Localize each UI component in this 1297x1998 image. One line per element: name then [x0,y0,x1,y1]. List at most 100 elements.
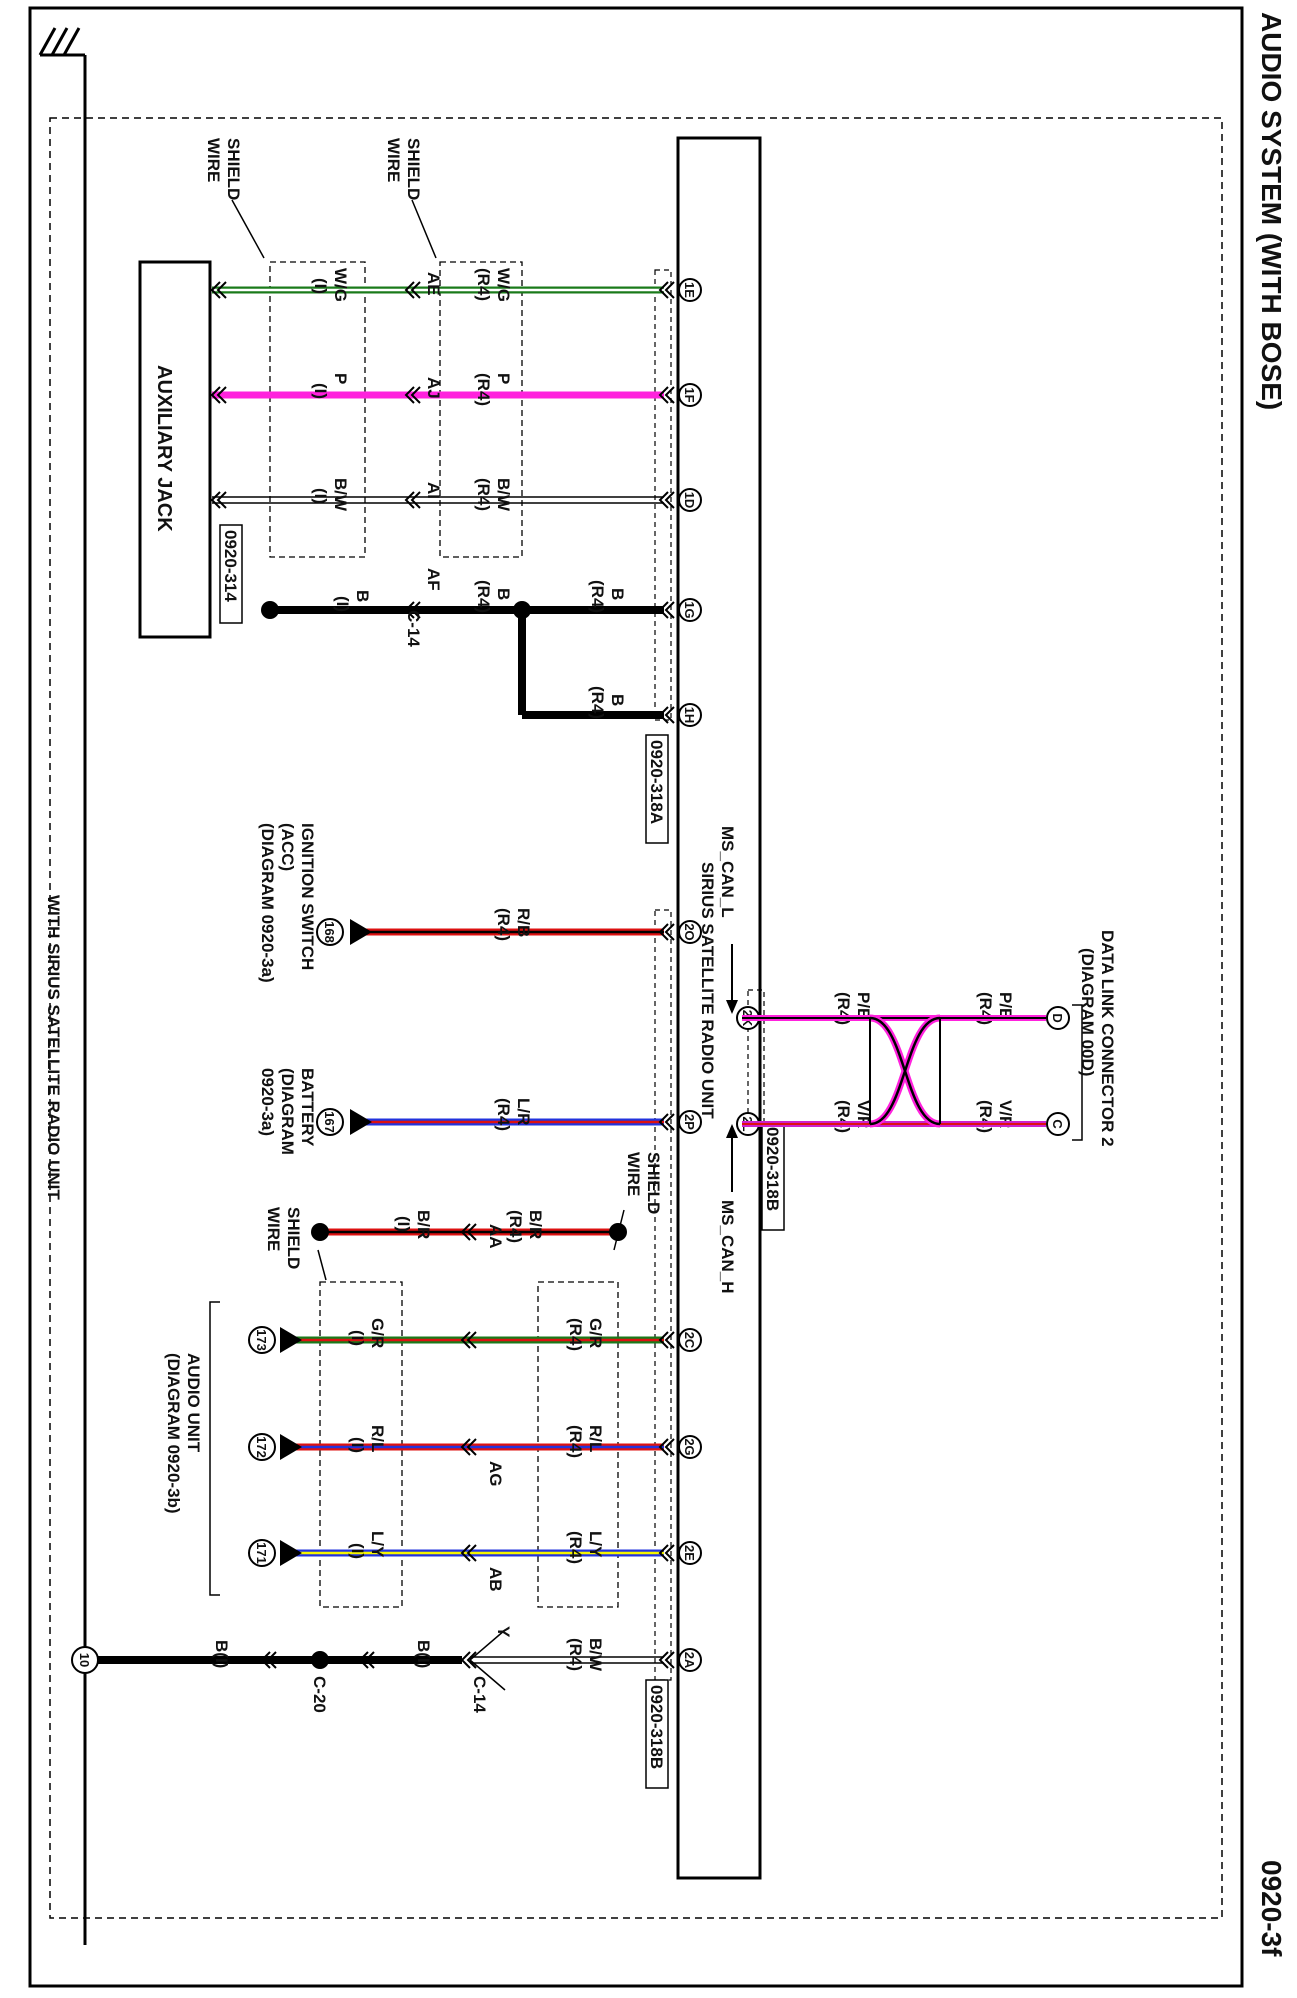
shield-wire-label-3: SHIELD WIRE [613,1152,663,1251]
chevron-splice-1g [404,601,421,619]
ignition-switch-label: IGNITION SWITCH [298,823,317,970]
chevron-unit-1h [658,706,675,724]
audio-ref-2g-label: 172 [254,1436,269,1458]
unit-pin-1h [678,703,702,727]
wire-harness-2a: (R4) [566,1638,585,1671]
unit-pin-1f [678,383,702,407]
shield-dot-bottom [311,1223,329,1241]
chevron-unit-2o [658,923,675,941]
chevron-splice-2g [460,1438,477,1456]
connector-c14-1g: C-14 [404,610,423,647]
sirius-unit-label: SIRIUS SATELLITE RADIO UNIT [698,862,717,1119]
svg-text:SHIELD: SHIELD [284,1207,303,1269]
wire-harness-1g: (R4) [588,580,607,613]
svg-text:SHIELD: SHIELD [644,1152,663,1214]
wire-harness-2o: (R4) [494,908,513,941]
chevron-unit-1d [658,491,675,509]
wire-harness: W/G(R4)AEW/G(I)P(R4)AJP(I)B/W(R4)AIB/W(I… [85,268,1015,1713]
data-link-connector: DATA LINK CONNECTOR 2 (DIAGRAM 00D) D C [1046,930,1117,1147]
unit-pin-1g [678,598,702,622]
splice-1d: AI [424,482,443,499]
aux-wire-code-1f: P [331,373,350,384]
shield-box-r4-top [439,261,523,558]
ground-bus [38,27,87,1945]
svg-text:C: C [1050,1119,1065,1129]
unit-pin-2g-label: 2G [682,1438,697,1455]
wire-code-2c: G/R [586,1318,605,1348]
svg-text:(DIAGRAM 00D): (DIAGRAM 00D) [1078,948,1097,1076]
ignition-arrow [350,919,372,945]
ignition-diagram-label: (DIAGRAM 0920-3a) [258,823,277,983]
ignition-ref-label: 168 [322,921,337,943]
aux-wire-code-2g: R/L [368,1425,387,1452]
unit-pin-1g-label: 1G [682,601,697,618]
splice-y: Y [494,1626,513,1638]
chevron-unit-1e [658,281,675,299]
unit-pin-2g [678,1435,702,1459]
wire-harness-1g-mid: (R4) [474,580,493,613]
unit-pin-1e-label: 1E [682,282,697,298]
aux-wire-code-1d: B/W [331,478,350,512]
ms-can-l-label: MS_CAN_L [718,826,737,918]
ground-ref-label: 10 [77,1653,92,1667]
wire-code-2a-3: B(I) [212,1640,231,1668]
connector-c14-2a: C-14 [470,1676,489,1713]
svg-text:DATA LINK CONNECTOR 2: DATA LINK CONNECTOR 2 [1098,930,1117,1147]
ignition-ref [316,918,344,946]
wire-harness-1d: (R4) [474,478,493,511]
connector-tag-314: 0920-314 [219,524,243,624]
dlc-code-2k: P/B [996,992,1015,1020]
splice-dot-1g-aux [261,601,279,619]
audio-ref-2c-label: 173 [254,1329,269,1351]
shield-box-i-top [269,261,366,558]
wire-harness-2l: (R4) [834,1100,853,1133]
unit-pin-2p [678,1110,702,1134]
shield-wire-label-4: SHIELD WIRE [264,1207,327,1281]
auxiliary-jack: AUXILIARY JACK [138,260,212,639]
battery-arrow [350,1109,372,1135]
svg-text:WIRE: WIRE [264,1207,283,1251]
ignition-acc-label: (ACC) [278,823,297,871]
aux-wire-code-2e: L/Y [368,1531,387,1558]
unit-pin-1d-label: 1D [682,492,697,509]
wire-harness-1f: (R4) [474,373,493,406]
ms-can-h-label: MS_CAN_H [718,1200,737,1294]
aux-wire-code-1e: W/G [331,268,350,302]
splice-1e: AE [424,272,443,296]
unit-pin-2e [678,1541,702,1565]
aux-wire-code-1g: B [353,590,372,602]
shield-wire-label-2: SHIELD WIRE [384,138,437,259]
chevron-c20-b [260,1651,277,1669]
ground-ref [71,1646,99,1674]
wire-code-1e: W/G [494,268,513,302]
wire-code-2k: P/B [854,992,873,1020]
aux-wire-harness-2c: (I) [348,1330,367,1346]
battery-label: BATTERY [298,1068,317,1147]
audio-arrow-2c [280,1327,302,1353]
page-title: AUDIO SYSTEM (WITH BOSE) [1256,12,1287,410]
battery-diagram-ref: 0920-3a) [258,1068,277,1136]
chevron-jack-1e [210,281,227,299]
shield-code: B/R [526,1210,545,1239]
wire-code-2o: R/B [514,908,533,937]
splice-1g: AF [424,568,443,591]
connector-tag-318b-bottom: 0920-318B [645,1679,669,1789]
svg-text:WIRE: WIRE [204,138,223,182]
dlc-harness-2l: (R4) [976,1100,995,1133]
aux-wire-harness-2g: (I) [348,1437,367,1453]
chevron-unit-1g [658,601,675,619]
audio-unit-bracket [209,1301,220,1596]
wire-code-1d: B/W [494,478,513,512]
splice-1f: AJ [424,377,443,399]
unit-pin-2c-label: 2C [682,1332,697,1349]
chevron-splice-2e [460,1544,477,1562]
unit-pin-2a-label: 2A [682,1652,697,1669]
aux-wire-harness-1e: (I) [311,278,330,294]
wire-code-1h: B [608,694,627,706]
wire-harness-1h: (R4) [588,686,607,719]
splice-aa: AA [486,1224,505,1249]
wire-harness-2g: (R4) [566,1425,585,1458]
battery-ref-label: 167 [322,1111,337,1133]
svg-text:SHIELD: SHIELD [224,138,243,200]
